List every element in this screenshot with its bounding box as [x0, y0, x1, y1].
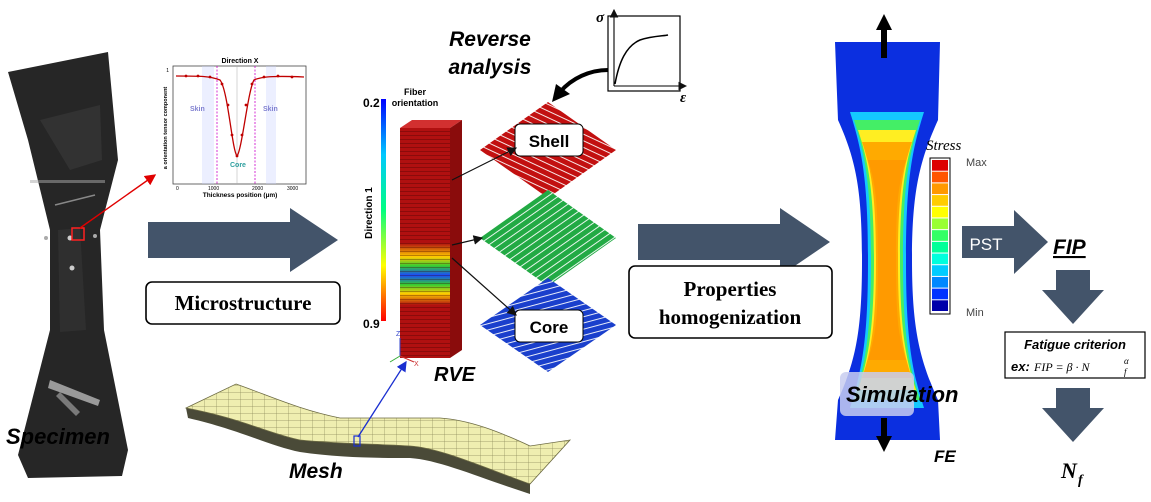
- stress-legend-swatch: [932, 253, 948, 265]
- properties-box: [628, 265, 833, 339]
- stress-legend-swatch: [932, 288, 948, 300]
- nf-label: N: [1060, 458, 1078, 483]
- arrow-criterion-to-nf: [1042, 388, 1104, 442]
- stress-axis-symbol: σ: [596, 10, 605, 26]
- svg-text:X: X: [414, 361, 419, 368]
- fatigue-formula: FIP = β · N: [1033, 360, 1091, 374]
- microstructure-label: Microstructure: [175, 291, 312, 315]
- specimen-label: Specimen: [6, 424, 110, 449]
- inset-skin-right: Skin: [263, 106, 278, 113]
- properties-line2: homogenization: [659, 305, 802, 329]
- simulation-label: Simulation: [846, 382, 958, 407]
- orientation-curve-points: [184, 74, 294, 158]
- mesh-label: Mesh: [289, 460, 343, 483]
- stress-legend-swatch: [932, 206, 948, 218]
- shell-label: Shell: [529, 132, 570, 151]
- stress-legend-min: Min: [966, 307, 984, 319]
- core-label: Core: [530, 318, 569, 337]
- strain-axis-symbol: ε: [680, 90, 687, 106]
- pst-label: PST: [969, 235, 1002, 254]
- fip-label: FIP: [1053, 236, 1087, 259]
- svg-text:Z: Z: [396, 331, 401, 338]
- properties-line1: Properties: [684, 277, 777, 301]
- zoom-arrow-specimen: [79, 174, 157, 229]
- stress-legend-max: Max: [966, 157, 987, 169]
- fatigue-criterion-title: Fatigue criterion: [1024, 337, 1126, 352]
- specimen-mesh: [184, 383, 572, 494]
- fatigue-formula-sub: f: [1124, 367, 1128, 377]
- arrow-to-mid: [451, 235, 484, 246]
- reverse-arrow-head: [552, 84, 570, 102]
- inset-xtick-1: 1000: [208, 186, 219, 192]
- arrow-homogenization: [638, 208, 830, 276]
- stress-legend-swatch: [932, 241, 948, 253]
- fatigue-formula-sup: α: [1124, 356, 1129, 366]
- colorbar-title-2: orientation: [392, 98, 439, 108]
- axis-triad: Z X: [389, 331, 419, 368]
- reverse-analysis-line2: analysis: [449, 56, 532, 79]
- rve-label: RVE: [434, 364, 476, 386]
- arrow-to-core: [451, 257, 517, 316]
- inset-ylabel: a orientation tensor component: [163, 87, 169, 170]
- colorbar-axis: Direction 1: [364, 187, 375, 239]
- mid-layer-diamond: [480, 190, 616, 286]
- inset-xtick-3: 3000: [287, 186, 298, 192]
- orientation-inset-plot: Direction X 1 Skin Skin Core 0 1000 2000…: [163, 58, 307, 199]
- core-label-box: [514, 309, 584, 343]
- fe-label: FE: [934, 447, 956, 466]
- reverse-analysis-line1: Reverse: [449, 28, 531, 51]
- fe-stress-contour: [835, 14, 940, 452]
- stress-strain-plot: σ ε: [596, 8, 688, 106]
- inset-xlabel: Thickness position (µm): [203, 192, 278, 199]
- stress-legend-swatch: [932, 265, 948, 276]
- arrow-microstructure: [148, 208, 338, 272]
- fiber-orientation-colorbar: 0.2 0.9 Direction 1 Fiber orientation: [363, 87, 438, 331]
- arrow-fip-to-criterion: [1042, 270, 1104, 324]
- stress-legend-swatch: [932, 230, 948, 241]
- pst-arrow: [962, 210, 1048, 274]
- colorbar-title-1: Fiber: [404, 87, 427, 97]
- inset-skin-left: Skin: [190, 106, 205, 113]
- stress-legend-swatch: [932, 171, 948, 183]
- stress-legend: [929, 157, 951, 315]
- zoom-arrow-mesh: [357, 360, 407, 438]
- stress-legend-swatch: [932, 276, 948, 288]
- reverse-arrow: [558, 68, 609, 94]
- stress-legend-swatch: [932, 218, 948, 230]
- rve-column: [400, 120, 462, 358]
- stress-legend-swatch: [932, 160, 948, 171]
- stress-legend-title: Stress: [926, 138, 961, 154]
- specimen-photo: [8, 52, 128, 478]
- fatigue-criterion-box: [1004, 331, 1146, 379]
- inset-title: Direction X: [222, 58, 259, 65]
- inset-core: Core: [230, 162, 246, 169]
- stress-legend-swatch: [932, 300, 948, 311]
- simulation-highlight: [840, 372, 914, 416]
- colorbar-top: 0.2: [363, 96, 380, 110]
- fatigue-ex: ex:: [1011, 359, 1030, 374]
- colorbar-bottom: 0.9: [363, 317, 380, 331]
- arrow-to-shell: [451, 147, 518, 181]
- stress-legend-swatch: [932, 195, 948, 206]
- inset-xtick-2: 2000: [252, 186, 263, 192]
- nf-sub: f: [1078, 473, 1084, 488]
- stress-legend-swatch: [932, 183, 948, 195]
- inset-ytick: 1: [166, 68, 169, 74]
- inset-xtick-0: 0: [176, 186, 179, 192]
- microstructure-box: [145, 281, 341, 325]
- shell-label-box: [514, 123, 584, 157]
